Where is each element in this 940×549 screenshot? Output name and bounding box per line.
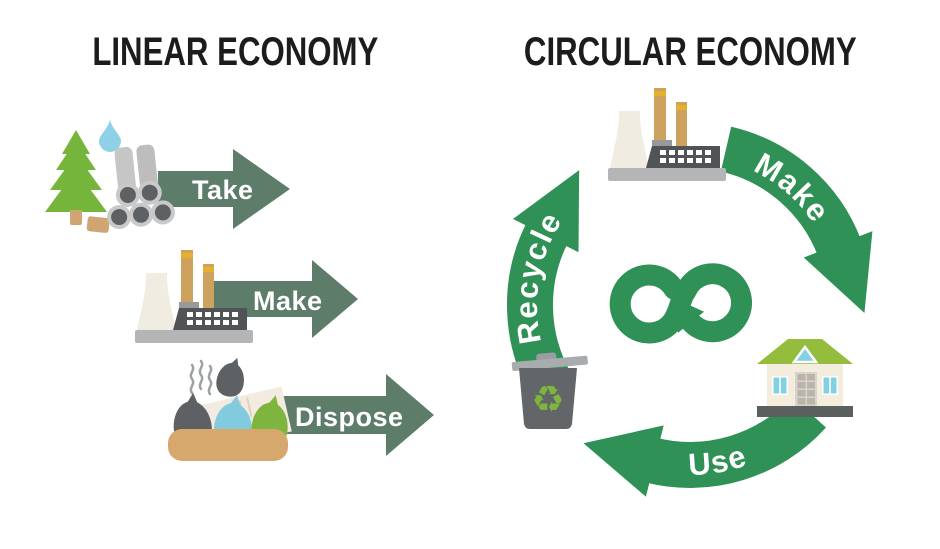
tree-stump-icon (86, 216, 110, 233)
linear-dispose-label: Dispose (295, 402, 404, 432)
recycle-bin-icon: ♻ (511, 352, 588, 429)
linear-economy-diagram: Take Make Dispose (45, 118, 434, 461)
circular-recycle-label: Recycle (509, 205, 569, 346)
make-arrow (214, 260, 358, 338)
pine-tree-icon (45, 130, 107, 225)
circular-economy-title-text: CIRCULAR ECONOMY (523, 30, 857, 74)
linear-economy-title-text: LINEAR ECONOMY (91, 30, 379, 74)
linear-make-label: Make (253, 286, 323, 316)
trash-bag-icon (214, 355, 248, 399)
factory-icon (608, 88, 726, 181)
use-arc-arrow (583, 396, 826, 497)
circular-economy-title: CIRCULAR ECONOMY (440, 30, 940, 75)
landfill-waste-icon (168, 355, 292, 461)
make-arc-arrow (720, 126, 873, 313)
log-pile-icon (107, 144, 175, 230)
circular-economy-diagram: ♻ Make Use Recycle (507, 88, 873, 497)
dispose-arrow (278, 374, 434, 456)
house-icon (757, 339, 853, 417)
natural-resources-icon (45, 118, 175, 233)
linear-economy-title: LINEAR ECONOMY (0, 30, 470, 75)
infinity-loop-arrow-icon (609, 263, 752, 344)
stink-lines-icon (189, 359, 213, 396)
water-drop-icon (99, 118, 121, 152)
recycling-symbol-icon: ♻ (531, 378, 564, 421)
dirt-mound-icon (168, 429, 288, 461)
linear-take-label: Take (192, 175, 254, 205)
take-arrow (158, 149, 290, 229)
